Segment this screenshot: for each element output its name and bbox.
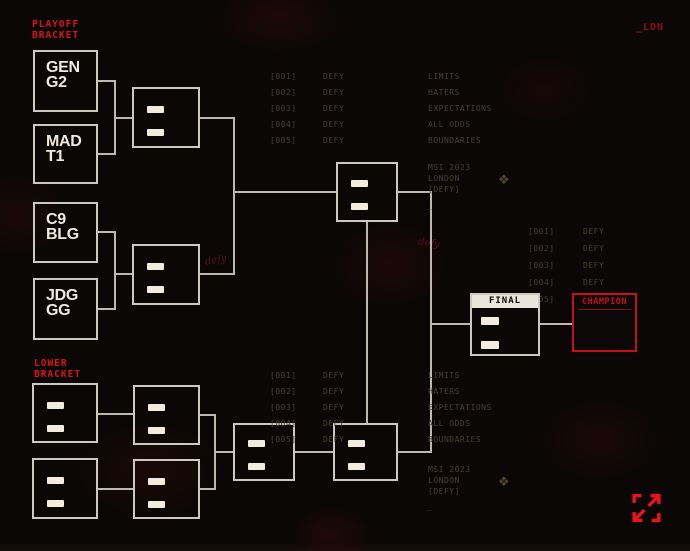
champion-label: CHAMPION: [582, 297, 627, 307]
score-placeholder: [47, 402, 64, 409]
match-box-lower-r1-2[interactable]: [32, 458, 98, 519]
match-box-upper-final[interactable]: [336, 162, 398, 222]
event-line: [DEFY]: [428, 185, 460, 194]
match-box-lower-semifinal[interactable]: [233, 423, 295, 481]
event-line: MSI 2023: [428, 163, 471, 172]
lower-title-line1: LOWER: [34, 358, 68, 369]
score-placeholder: [148, 478, 165, 485]
score-placeholder: [351, 203, 368, 210]
team-box-gen-g2[interactable]: GEN G2: [33, 50, 98, 112]
crest-icon: ❖: [498, 172, 510, 187]
score-placeholder: [147, 129, 164, 136]
team-name: JDG: [46, 287, 78, 304]
score-placeholder: [248, 440, 265, 447]
team-name: C9: [46, 211, 66, 228]
event-info-top: MSI 2023 LONDON [DEFY]: [428, 162, 471, 195]
match-box-upper-semifinal-2[interactable]: [132, 244, 200, 305]
team-name: GG: [46, 302, 71, 319]
ldn-label: _LDN: [636, 22, 665, 33]
match-box-upper-semifinal-1[interactable]: [132, 87, 200, 148]
score-placeholder: [47, 425, 64, 432]
team-box-c9-blg[interactable]: C9 BLG: [33, 202, 98, 263]
cursor-mark: _: [427, 502, 433, 511]
cursor-mark: _: [427, 201, 433, 210]
team-name: GEN: [46, 59, 80, 76]
playoff-bracket-title: PLAYOFF BRACKET: [32, 19, 79, 41]
defy-list-right: [001]DEFY [002]DEFY [003]DEFY [004]DEFY …: [528, 227, 605, 304]
score-placeholder: [481, 341, 499, 349]
playoff-title-line2: BRACKET: [32, 30, 80, 41]
champion-underline: [578, 309, 631, 310]
score-placeholder: [148, 427, 165, 434]
team-name: G2: [46, 74, 67, 91]
playoff-title-line1: PLAYOFF: [32, 19, 80, 30]
score-placeholder: [147, 263, 164, 270]
crest-icon: ❖: [498, 474, 510, 489]
score-placeholder: [248, 463, 265, 470]
lower-title-line2: BRACKET: [34, 369, 82, 380]
score-placeholder: [47, 477, 64, 484]
score-placeholder: [147, 106, 164, 113]
score-placeholder: [481, 317, 499, 325]
match-box-grand-final[interactable]: FINAL: [470, 293, 540, 356]
match-box-lower-r2-1[interactable]: [133, 385, 200, 445]
event-info-bottom: MSI 2023 LONDON [DEFY]: [428, 464, 471, 497]
event-line: LONDON: [428, 476, 460, 485]
expand-icon: [632, 493, 661, 523]
final-header: FINAL: [472, 295, 538, 308]
match-box-lower-final[interactable]: [333, 423, 398, 481]
team-box-jdg-gg[interactable]: JDG GG: [33, 278, 98, 340]
score-placeholder: [148, 501, 165, 508]
lower-bracket-title: LOWER BRACKET: [34, 358, 81, 380]
score-placeholder: [148, 404, 165, 411]
team-name: BLG: [46, 226, 79, 243]
event-line: [DEFY]: [428, 487, 460, 496]
match-box-lower-r2-2[interactable]: [133, 459, 200, 519]
event-line: MSI 2023: [428, 465, 471, 474]
champion-box[interactable]: CHAMPION: [572, 293, 637, 352]
team-name: MAD: [46, 133, 82, 150]
score-placeholder: [351, 180, 368, 187]
expand-button[interactable]: [628, 489, 665, 527]
match-box-lower-r1-1[interactable]: [32, 383, 98, 443]
event-line: LONDON: [428, 174, 460, 183]
team-name: T1: [46, 148, 65, 165]
score-placeholder: [348, 440, 365, 447]
score-placeholder: [147, 286, 164, 293]
team-box-mad-t1[interactable]: MAD T1: [33, 124, 98, 184]
score-placeholder: [47, 500, 64, 507]
score-placeholder: [348, 463, 365, 470]
